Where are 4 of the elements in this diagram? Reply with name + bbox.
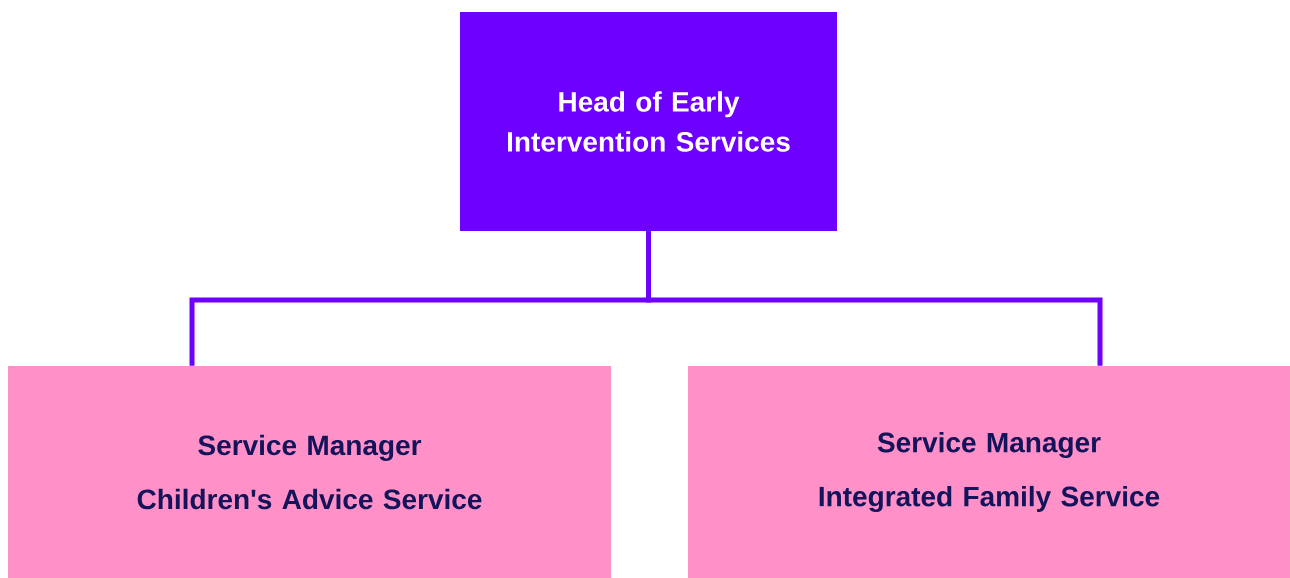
head-box: Head of Early Intervention Services [460,12,837,231]
manager-box: Service Manager Children's Advice Service [8,366,611,578]
manager-box: Service Manager Integrated Family Service [688,366,1290,578]
connector-line [646,231,1103,366]
